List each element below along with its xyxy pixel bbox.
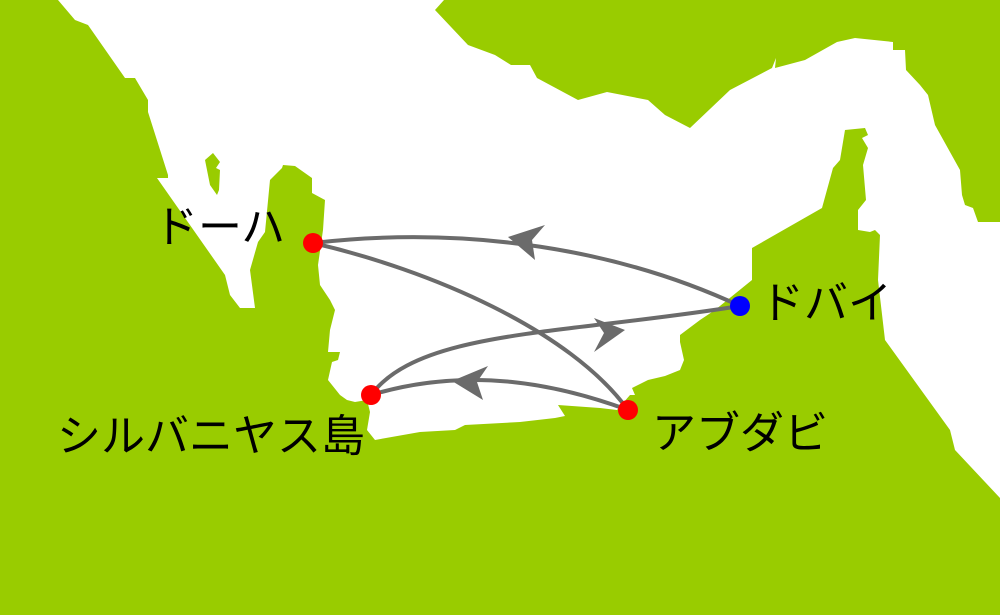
routes bbox=[311, 235, 742, 412]
arrow-toward-dubai-icon bbox=[594, 318, 625, 352]
route-sirbaniyas-dubai[interactable] bbox=[369, 304, 742, 397]
marker-doha[interactable] bbox=[303, 233, 323, 253]
marker-abu-dhabi[interactable] bbox=[618, 400, 638, 420]
arrow-toward-sirbaniyas-icon bbox=[452, 366, 488, 400]
route-doha-abudhabi[interactable] bbox=[311, 241, 630, 412]
route-dubai-doha[interactable] bbox=[311, 235, 742, 308]
marker-dubai[interactable] bbox=[730, 296, 750, 316]
label-dubai: ドバイ bbox=[760, 278, 892, 329]
label-sir-bani-yas: シルバニヤス島 bbox=[57, 411, 365, 462]
land-iran bbox=[435, 0, 1000, 222]
route-abudhabi-sirbaniyas[interactable] bbox=[369, 377, 630, 412]
marker-sir-bani-yas[interactable] bbox=[361, 385, 381, 405]
label-doha: ドーハ bbox=[154, 202, 286, 253]
arrow-toward-doha-icon bbox=[508, 225, 545, 260]
route-arrows bbox=[452, 225, 625, 400]
land-bahrain-island bbox=[205, 153, 220, 195]
label-abu-dhabi: アブダビ bbox=[652, 408, 828, 459]
